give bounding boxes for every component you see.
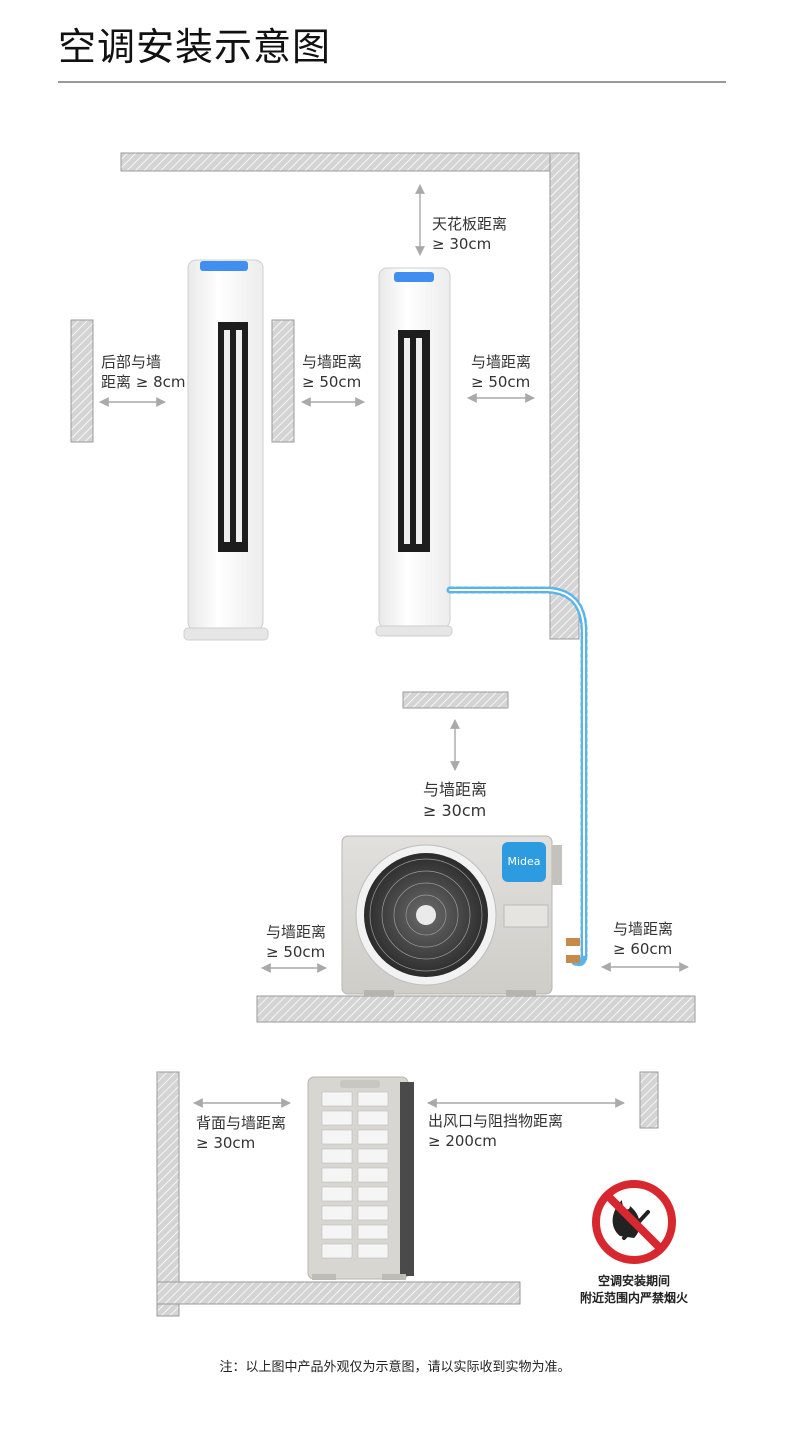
ceiling-distance-line1: 天花板距离 (432, 215, 508, 233)
side-distance-right-label: 与墙距离 ≥ 50cm (471, 352, 531, 392)
refrigerant-pipe (446, 586, 588, 967)
warning-line2: 附近范围内严禁烟火 (579, 1291, 688, 1305)
outdoor-unit-front (341, 835, 562, 996)
rear-distance-line1: 后部与墙 (101, 353, 162, 371)
side-distance-left-line1: 与墙距离 (302, 353, 363, 371)
back-distance-label: 背面与墙距离 ≥ 30cm (196, 1113, 286, 1153)
warning-line1: 空调安装期间 (597, 1274, 670, 1288)
page-title: 空调安装示意图 (58, 25, 332, 69)
outlet-distance-line2: ≥ 200cm (428, 1132, 497, 1150)
back-distance-line2: ≥ 30cm (196, 1134, 256, 1152)
indoor-unit-right (375, 267, 453, 637)
disclaimer-note: 注：以上图中产品外观仅为示意图，请以实际收到实物为准。 (219, 1360, 571, 1375)
indoor-unit-left (183, 259, 269, 641)
room-walls (70, 152, 580, 640)
brand-logo: Midea (507, 855, 541, 868)
no-fire-icon (592, 1180, 676, 1264)
outdoor-top-distance-line1: 与墙距离 (423, 780, 488, 799)
outlet-distance-line1: 出风口与阻挡物距离 (428, 1112, 564, 1130)
dimension-arrows (99, 184, 689, 1108)
outdoor-top-distance-line2: ≥ 30cm (423, 801, 487, 820)
outdoor-right-distance-line2: ≥ 60cm (613, 940, 673, 958)
side-distance-left-label: 与墙距离 ≥ 50cm (302, 352, 362, 392)
outdoor-left-distance-line2: ≥ 50cm (266, 943, 326, 961)
back-distance-line1: 背面与墙距离 (196, 1114, 287, 1132)
outdoor-right-distance-line1: 与墙距离 (613, 920, 674, 938)
ceiling-distance-label: 天花板距离 ≥ 30cm (432, 214, 507, 254)
rear-distance-label: 后部与墙 距离 ≥ 8cm (101, 352, 186, 392)
outdoor-walls (256, 691, 696, 1023)
side-distance-right-line2: ≥ 50cm (471, 373, 531, 391)
title-divider (58, 81, 726, 83)
warning-caption: 空调安装期间 附近范围内严禁烟火 (564, 1273, 704, 1307)
outdoor-left-distance-label: 与墙距离 ≥ 50cm (266, 922, 326, 962)
pipe-valves (566, 938, 580, 963)
ceiling-distance-line2: ≥ 30cm (432, 235, 492, 253)
rear-distance-line2: 距离 ≥ 8cm (101, 373, 186, 391)
outdoor-unit-side (307, 1076, 414, 1280)
outlet-distance-label: 出风口与阻挡物距离 ≥ 200cm (428, 1111, 563, 1151)
side-distance-right-line1: 与墙距离 (471, 353, 532, 371)
outdoor-right-distance-label: 与墙距离 ≥ 60cm (613, 919, 673, 959)
bottom-walls (156, 1071, 659, 1317)
side-distance-left-line2: ≥ 50cm (302, 373, 362, 391)
outdoor-top-distance-label: 与墙距离 ≥ 30cm (423, 779, 487, 821)
outdoor-left-distance-line1: 与墙距离 (266, 923, 327, 941)
